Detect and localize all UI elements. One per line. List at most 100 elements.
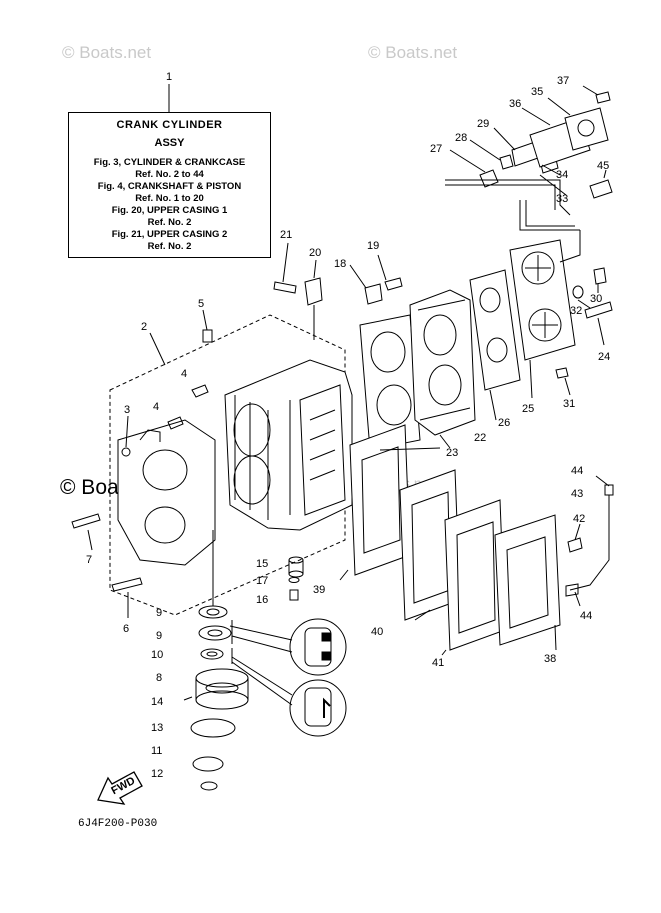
head-cover-gasket	[469, 269, 521, 391]
callout: 13	[151, 722, 163, 734]
fitting-4-lower	[167, 416, 184, 430]
forward-arrow-icon: FWD	[97, 771, 143, 805]
callout: 42	[573, 513, 585, 525]
info-box-line: Ref. No. 1 to 20	[135, 193, 204, 204]
info-box-line: Fig. 4, CRANKSHAFT & PISTON	[97, 181, 242, 192]
callout: 44	[571, 465, 583, 477]
pin-5	[202, 329, 213, 343]
callout: 18	[334, 258, 346, 270]
crankcase-cover	[117, 419, 216, 566]
callout: 17	[256, 575, 268, 587]
callout: 24	[598, 351, 610, 363]
callout: 16	[256, 594, 268, 606]
callout: 30	[590, 293, 602, 305]
callout: 4	[153, 401, 159, 413]
callout: 14	[151, 696, 163, 708]
hose-44	[569, 495, 610, 591]
drawing-code: 6J4F200-P030	[78, 818, 158, 830]
seal-stack	[183, 605, 249, 791]
info-box-line: Ref. No. 2	[147, 241, 192, 252]
callout: 3	[124, 404, 130, 416]
bracket-20	[304, 277, 323, 306]
sender-30	[593, 267, 607, 285]
cover-35	[564, 107, 609, 151]
callout: 38	[544, 653, 556, 665]
assembly-boundary	[109, 314, 346, 616]
callout: 45	[597, 160, 609, 172]
block-18	[364, 283, 383, 305]
callout: 19	[367, 240, 379, 252]
thermostat-27	[479, 169, 499, 188]
callout: 37	[557, 75, 569, 87]
bolt-42	[567, 537, 583, 553]
callout: 31	[563, 398, 575, 410]
diagram-drawing	[71, 84, 614, 791]
callout: 22	[474, 432, 486, 444]
callout: 33	[556, 193, 568, 205]
callout: 21	[280, 229, 292, 241]
callout: 15	[256, 558, 268, 570]
callout: 1	[166, 71, 172, 83]
info-box-title: CRANK CYLINDER	[116, 119, 223, 131]
assembly-info-box: CRANK CYLINDER ASSY Fig. 3, CYLINDER & C…	[68, 112, 271, 258]
info-box-line: Ref. No. 2	[147, 217, 192, 228]
plug-3	[121, 447, 131, 457]
callout: 43	[571, 488, 583, 500]
bolt-7	[71, 513, 101, 529]
callout: 34	[556, 169, 568, 181]
callout: 41	[432, 657, 444, 669]
sensor-45	[589, 179, 613, 199]
info-box-line: Fig. 21, UPPER CASING 2	[111, 229, 228, 240]
info-box-line: Ref. No. 2 to 44	[135, 169, 204, 180]
callout: 29	[477, 118, 489, 130]
cylinder-head	[409, 289, 476, 436]
callout: 20	[309, 247, 321, 259]
bolt-24	[584, 301, 613, 319]
exhaust-cover-38	[494, 514, 561, 646]
seal-detail-upper	[229, 618, 347, 676]
callout: 28	[455, 132, 467, 144]
callout: 6	[123, 623, 129, 635]
bolt-6	[111, 577, 143, 592]
callout: 7	[86, 554, 92, 566]
cylinder-head-gasket	[359, 314, 421, 451]
bolt-21	[273, 281, 297, 294]
callout: 9	[156, 607, 162, 619]
callout: 2	[141, 321, 147, 333]
seal-detail-lower	[231, 648, 347, 737]
callout: 40	[371, 626, 383, 638]
bolt-37	[595, 91, 611, 104]
part-28	[499, 154, 514, 170]
joint-43	[604, 484, 614, 496]
cylinder-block	[224, 359, 353, 531]
watermark-top-right: © Boats.net	[368, 43, 458, 62]
callout: 10	[151, 649, 163, 661]
watermark-top-left: © Boats.net	[62, 43, 152, 62]
callout: 39	[313, 584, 325, 596]
callout: 25	[522, 403, 534, 415]
bolt-19	[384, 277, 403, 291]
callout: 44	[580, 610, 592, 622]
callout: 36	[509, 98, 521, 110]
callout: 23	[446, 447, 458, 459]
info-box-line: Fig. 3, CYLINDER & CRANKCASE	[93, 157, 246, 168]
callout: 5	[198, 298, 204, 310]
info-box-line: Fig. 20, UPPER CASING 1	[111, 205, 228, 216]
callout: 32	[570, 305, 582, 317]
exhaust-gasket-41	[444, 499, 506, 651]
bolt-31	[555, 367, 569, 379]
callout: 27	[430, 143, 442, 155]
info-box-subtitle: ASSY	[154, 137, 185, 149]
washer-32	[572, 285, 584, 299]
callout: 4	[181, 368, 187, 380]
callout: 35	[531, 86, 543, 98]
callout: 8	[156, 672, 162, 684]
callout: 9	[156, 630, 162, 642]
callout: 12	[151, 768, 163, 780]
callout: 26	[498, 417, 510, 429]
callout: 11	[151, 745, 162, 757]
head-cover	[509, 239, 576, 361]
callout-numbers: 1 2 3 4 4 5 6 7 8 9 9 10 11 12 13 14 15 …	[86, 71, 610, 780]
fitting-4-upper	[191, 384, 209, 398]
